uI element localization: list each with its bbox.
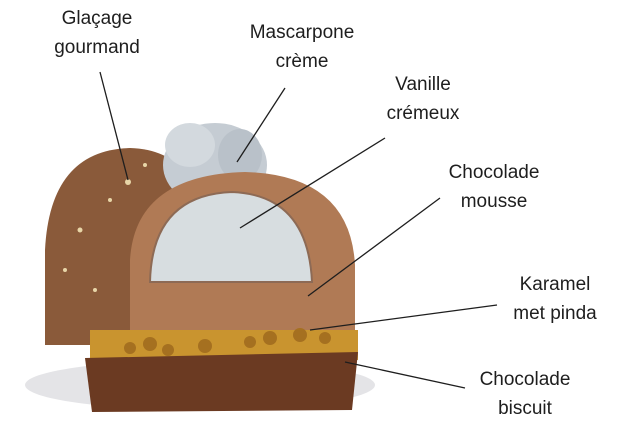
glaze-dots [63,163,147,292]
label-line: Chocolade [448,162,540,183]
label-line: Karamel [519,274,591,295]
label-mousse: Chocolade mousse [449,158,540,216]
label-vanille: Vanille crémeux [387,70,460,128]
label-glacage: Glaçage gourmand [54,4,140,62]
label-karamel: Karamel met pinda [513,270,596,328]
label-line: crème [275,51,329,72]
biscuit-layer [85,352,358,412]
label-line: mousse [460,191,528,212]
label-line: gourmand [54,37,140,58]
label-biscuit: Chocolade biscuit [480,365,571,423]
label-line: Glaçage [61,8,133,29]
label-mascarpone: Mascarpone crème [250,18,355,76]
label-line: met pinda [513,303,597,324]
label-line: Vanille [395,74,451,95]
label-line: crémeux [386,103,460,124]
vanilla-cremeux [148,190,314,283]
label-line: biscuit [498,398,552,419]
label-line: Mascarpone [249,22,355,43]
leader-lines [99,71,498,389]
peanuts [124,328,331,356]
label-line: Chocolade [479,369,571,390]
